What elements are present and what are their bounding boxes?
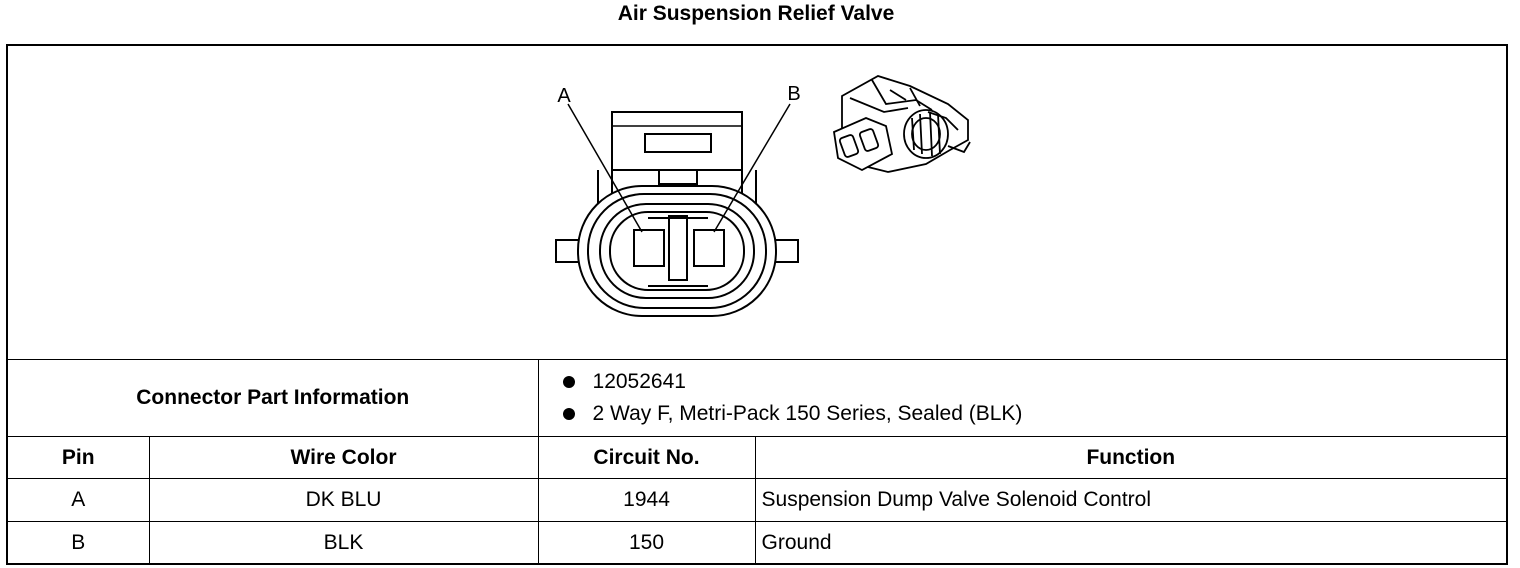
function-cell: Suspension Dump Valve Solenoid Control	[754, 478, 1507, 522]
bullet-icon	[562, 408, 575, 420]
connector-face	[555, 103, 799, 317]
connector-figure: A B	[8, 46, 1506, 359]
table-row: A DK BLU 1944 Suspension Dump Valve Sole…	[8, 478, 1507, 522]
pin-label-b: B	[787, 83, 800, 105]
connector-info-item: 12052641	[561, 366, 1507, 398]
connector-info-cell: 12052641 2 Way F, Metri-Pack 150 Series,…	[537, 359, 1507, 437]
connector-info-row: Connector Part Information 12052641 2 Wa…	[8, 359, 1507, 437]
bullet-icon	[562, 376, 575, 388]
connector-diagram: A B	[555, 75, 971, 317]
pin-label-a: A	[557, 85, 571, 107]
circuit-cell: 1944	[537, 478, 756, 522]
cavity-b	[693, 229, 725, 267]
circuit-cell: 150	[537, 521, 756, 564]
connector-info-label: Connector Part Information	[8, 359, 539, 437]
cavity-a	[633, 229, 665, 267]
connector-isometric-icon	[833, 75, 971, 173]
pin-cell: A	[8, 478, 150, 522]
pin-cell: B	[8, 521, 150, 564]
connector-table: Connector Part Information 12052641 2 Wa…	[8, 359, 1507, 564]
table-row: B BLK 150 Ground	[8, 521, 1507, 564]
wire-color-cell: BLK	[148, 521, 539, 564]
wire-color-cell: DK BLU	[148, 478, 539, 522]
connector-info-item: 2 Way F, Metri-Pack 150 Series, Sealed (…	[561, 398, 1507, 430]
leader-line-b	[713, 103, 791, 233]
table-header-row: Pin Wire Color Circuit No. Function	[8, 436, 1507, 479]
connector-frame: A B Connector Part Information 12052641 …	[6, 44, 1508, 565]
header-pin: Pin	[8, 436, 150, 479]
page-title: Air Suspension Relief Valve	[617, 2, 895, 25]
header-function: Function	[754, 436, 1507, 479]
connector-info-list: 12052641 2 Way F, Metri-Pack 150 Series,…	[539, 360, 1507, 436]
header-circuit: Circuit No.	[537, 436, 756, 479]
header-wire-color: Wire Color	[148, 436, 539, 479]
function-cell: Ground	[754, 521, 1507, 564]
leader-line-a	[567, 103, 643, 233]
